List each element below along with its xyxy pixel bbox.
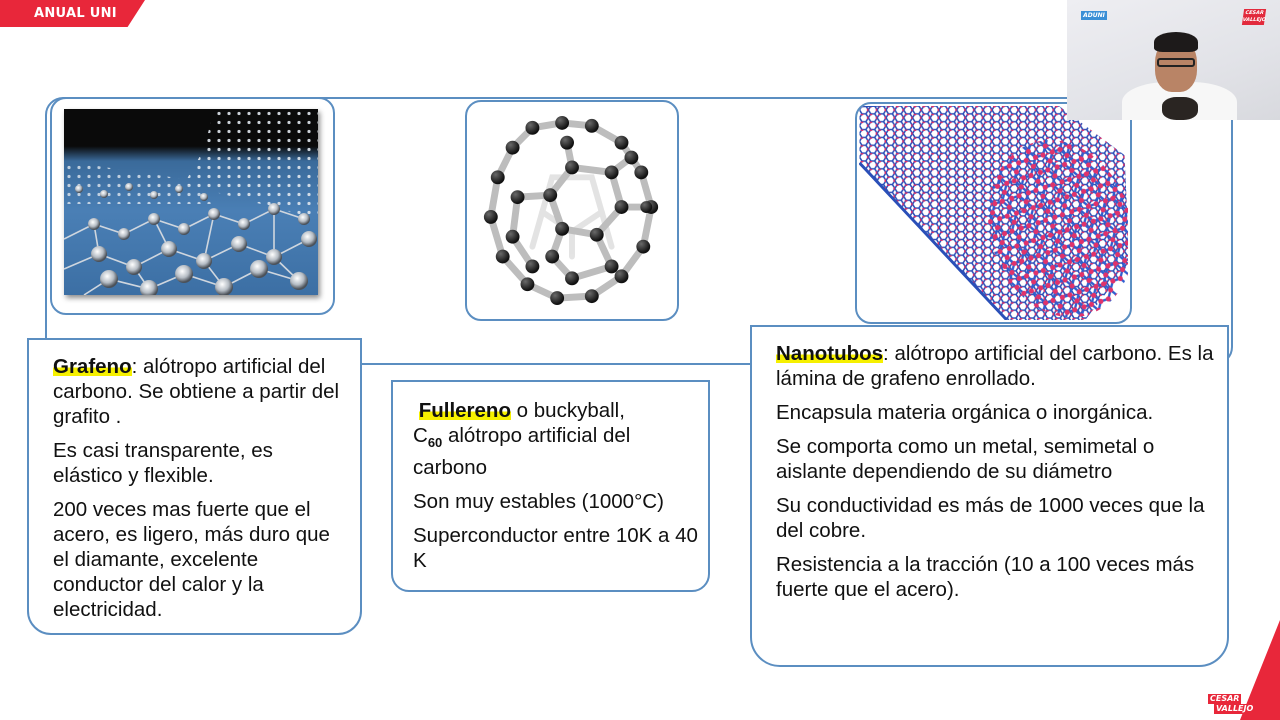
fullerene-formula-subscript: 60: [427, 435, 443, 450]
graphene-description-card: Grafeno: alótropo artificial del carbono…: [27, 338, 362, 635]
nanotube-definition: Nanotubos: alótropo artificial del carbo…: [776, 342, 1214, 390]
graphene-definition: Grafeno: alótropo artificial del carbono…: [53, 355, 340, 428]
nanotube-property-electrical: Se comporta como un metal, semimetal o a…: [776, 435, 1155, 483]
graphene-term: Grafeno: [53, 355, 132, 378]
fullerene-description-card: Fullereno o buckyball,C60 alótropo artif…: [391, 380, 710, 592]
fullerene-image-frame: [465, 100, 679, 321]
aduni-logo: ADUNI: [1081, 11, 1107, 20]
presenter-hair: [1154, 32, 1198, 52]
nanotube-description-card: Nanotubos: alótropo artificial del carbo…: [750, 325, 1229, 667]
nanotube-property-conductivity: Su conductividad es más de 1000 veces qu…: [776, 494, 1205, 542]
fullerene-formula: C: [413, 424, 428, 447]
nanotube-term: Nanotubos: [776, 342, 884, 365]
carbon-nanotube-illustration-icon: [859, 106, 1128, 320]
nanotube-property-tensile: Resistencia a la tracción (10 a 100 vece…: [776, 553, 1195, 601]
cesar-vallejo-footer-logo: CESAR VALLEJO: [1208, 694, 1256, 714]
presenter-glasses: [1157, 58, 1195, 67]
graphene-lattice-illustration-icon: [64, 109, 318, 295]
fullerene-definition: Fullereno o buckyball,C60 alótropo artif…: [413, 399, 631, 479]
fullerene-property-superconductor: Superconductor entre 10K a 40 K: [413, 524, 698, 572]
graphene-image-frame: [50, 97, 335, 315]
nanotube-property-encapsulation: Encapsula materia orgánica o inorgánica.: [776, 401, 1154, 424]
fullerene-term: Fullereno: [418, 399, 511, 422]
buckyball-c60-illustration-icon: [473, 108, 671, 313]
course-banner: ANUAL UNI: [0, 0, 145, 27]
nanotube-image-frame: [855, 102, 1132, 324]
presenter-hands: [1162, 97, 1198, 120]
graphene-property-strength: 200 veces mas fuerte que el acero, es li…: [53, 498, 330, 621]
course-banner-label: ANUAL UNI: [34, 6, 117, 21]
graphene-property-transparency: Es casi transparente, es elástico y flex…: [53, 439, 273, 487]
fullerene-property-stability: Son muy estables (1000°C): [413, 490, 664, 513]
